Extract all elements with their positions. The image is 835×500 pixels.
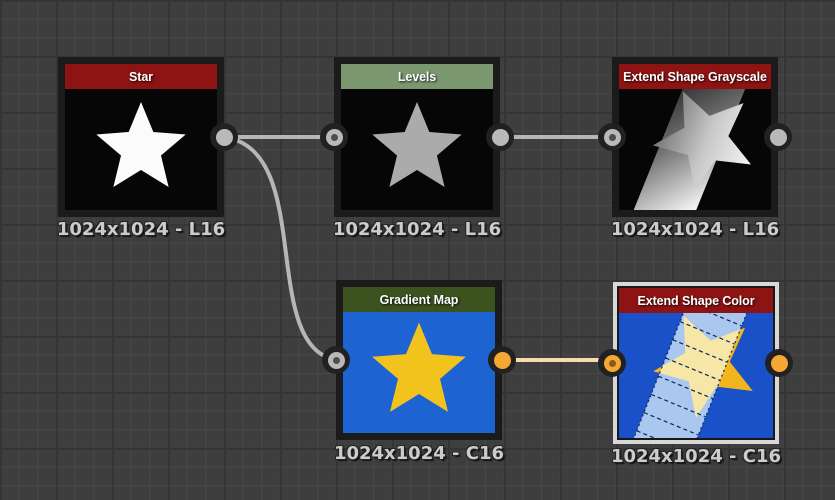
wire-star-to-gradient-map[interactable] <box>222 135 338 362</box>
connector-socket <box>603 128 621 146</box>
node-levels-header[interactable]: Levels <box>341 64 493 89</box>
connector-plug <box>215 128 233 146</box>
connector-socket <box>327 351 345 369</box>
levels-output-connector[interactable] <box>486 123 514 151</box>
connector-dot <box>608 359 616 367</box>
node-star-header[interactable]: Star <box>65 64 217 89</box>
connector-plug <box>769 128 787 146</box>
node-levels-caption: 1024x1024 - L16 <box>332 219 502 240</box>
node-extend-shape-grayscale[interactable]: Extend Shape Grayscale <box>612 57 778 217</box>
extend-shape-color-output-connector[interactable] <box>765 349 793 377</box>
node-star-caption: 1024x1024 - L16 <box>56 219 226 240</box>
node-extend-shape-grayscale-header[interactable]: Extend Shape Grayscale <box>619 64 771 89</box>
star-shape-icon <box>652 91 752 191</box>
connector-plug <box>770 354 788 372</box>
node-extend-shape-color-caption: 1024x1024 - C16 <box>610 446 782 467</box>
node-extend-shape-grayscale-caption: 1024x1024 - L16 <box>610 219 780 240</box>
node-extend-shape-color-header[interactable]: Extend Shape Color <box>619 288 773 313</box>
node-star-thumbnail <box>65 89 217 210</box>
extend-shape-grayscale-input-connector[interactable] <box>598 123 626 151</box>
gradient-map-input-connector[interactable] <box>322 346 350 374</box>
gradient-map-output-connector[interactable] <box>488 346 516 374</box>
node-gradient-map-header[interactable]: Gradient Map <box>343 287 495 312</box>
connector-dot <box>330 133 338 141</box>
connector-socket <box>325 128 343 146</box>
connector-socket <box>603 354 621 372</box>
connector-dot <box>332 356 340 364</box>
node-levels-thumbnail <box>341 89 493 210</box>
star-shape-icon <box>372 322 466 412</box>
star-shape-icon <box>96 102 186 188</box>
extend-shape-color-input-connector[interactable] <box>598 349 626 377</box>
extend-shape-grayscale-output-connector[interactable] <box>764 123 792 151</box>
connector-plug <box>491 128 509 146</box>
node-extend-shape-grayscale-thumbnail <box>619 89 771 210</box>
levels-input-connector[interactable] <box>320 123 348 151</box>
star-shape-icon <box>372 102 462 188</box>
node-star[interactable]: Star <box>58 57 224 217</box>
node-extend-shape-color[interactable]: Extend Shape Color <box>613 282 779 444</box>
connector-plug <box>493 351 511 369</box>
node-gradient-map-thumbnail <box>343 312 495 433</box>
node-levels[interactable]: Levels <box>334 57 500 217</box>
connector-dot <box>608 133 616 141</box>
star-output-connector[interactable] <box>210 123 238 151</box>
node-gradient-map[interactable]: Gradient Map <box>336 280 502 440</box>
node-gradient-map-caption: 1024x1024 - C16 <box>333 443 505 464</box>
node-extend-shape-color-thumbnail <box>619 313 773 438</box>
